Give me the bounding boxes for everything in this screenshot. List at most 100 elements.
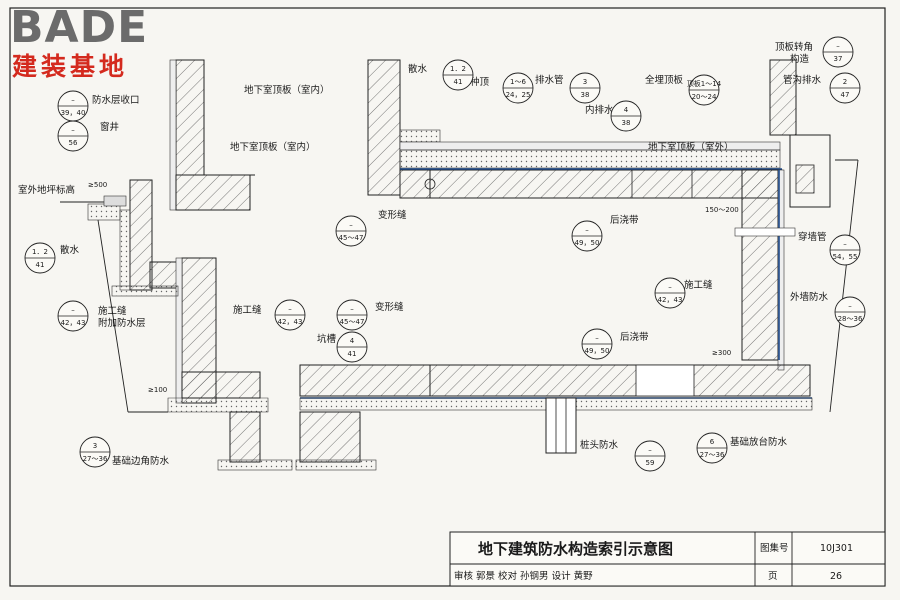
index-page: 42，43 [658, 296, 683, 304]
index-page: 54，55 [833, 253, 858, 261]
page-number: 26 [830, 571, 842, 582]
label-bianxingfeng-mid: 变形缝 [375, 301, 404, 313]
label-guangou: 管沟排水 [783, 74, 822, 86]
index-page: 20～24 [692, 93, 717, 101]
label-kengcao: 坑槽 [317, 333, 337, 345]
top-structure [367, 59, 859, 413]
label-sanshui-top: 散水 [408, 63, 428, 75]
index-page: 28～36 [838, 315, 863, 323]
logo-text: BADE [10, 2, 148, 53]
logo: BADE 建装基地 [10, 2, 148, 81]
index-ref-dingban-zhuanjiao: – 37 [822, 36, 854, 68]
label-jichu-bianjiao: 基础边角防水 [112, 455, 170, 467]
index-number: – [848, 302, 852, 310]
index-ref-shigongfeng-left: – 42，43 [57, 300, 89, 332]
index-number: 1～6 [510, 78, 526, 86]
left-structure [60, 59, 293, 471]
index-page: 41 [36, 261, 45, 269]
index-page: 39，40 [61, 109, 86, 117]
label-roof-inner-top: 地下室顶板（室内） [244, 84, 330, 96]
index-number: – [71, 96, 75, 104]
index-ref-paishuiguan: 3 38 [569, 72, 601, 104]
index-ref-houjiaodai-top: – 49，50 [571, 220, 603, 252]
index-page: 38 [622, 119, 631, 127]
label-gouzao: 构造 [790, 53, 810, 65]
index-ref-shigongfeng-right: – 42，43 [654, 277, 686, 309]
label-sanshui-left: 散水 [60, 244, 80, 256]
label-shigongfeng-left: 施工缝 [98, 305, 127, 317]
index-number: – [71, 306, 75, 314]
index-ref-zhongding: 1～6 24，25 [502, 72, 534, 104]
index-page: 42，43 [61, 319, 86, 327]
atlas-number: 10J301 [820, 543, 853, 554]
index-number: – [349, 221, 353, 229]
index-number: 1．2 [32, 248, 48, 256]
index-page: 47 [841, 91, 850, 99]
index-page: 38 [581, 91, 590, 99]
index-page: 27～36 [700, 451, 725, 459]
page-label: 页 [768, 571, 778, 582]
index-number: – [71, 126, 75, 134]
index-page: 24，25 [506, 91, 531, 99]
index-number: 3 [93, 442, 97, 450]
index-ref-shigongfeng-mid: –42，43 [274, 299, 306, 331]
index-ref-guangou: 247 [829, 72, 861, 104]
dim-100: ≥100 [148, 386, 167, 394]
index-page: 45～47 [340, 318, 365, 326]
logo-cn-text: 建装基地 [12, 52, 128, 81]
index-page: 49，50 [575, 239, 600, 247]
index-number: – [836, 42, 840, 50]
atlas-label: 图集号 [760, 542, 789, 554]
index-ref-bianxingfeng-top: – 45～47 [335, 215, 367, 247]
index-number: 4 [350, 337, 355, 345]
index-number: 顶板1～14 [687, 79, 722, 88]
index-page: 27～36 [83, 455, 108, 463]
index-number: – [668, 283, 672, 291]
label-houjiaodai-top: 后浇带 [610, 214, 639, 226]
index-ref-quanmai: 顶板1～14 20～24 [687, 74, 722, 106]
index-number: – [648, 446, 652, 454]
label-houjiaodai-bottom: 后浇带 [620, 331, 649, 343]
annotations: 地下室顶板（室内） 地下室顶板（室内） 地下室顶板（室外） 散水 种顶 排水管 … [18, 41, 829, 467]
title-block: 地下建筑防水构造索引示意图 图集号 10J301 审核 郭景 校对 孙钢男 设计… [449, 531, 886, 587]
index-page: 41 [454, 78, 463, 86]
index-ref-kengcao: 4 41 [336, 331, 368, 363]
label-bianxingfeng-top: 变形缝 [378, 209, 407, 221]
label-zhuangtou: 桩头防水 [580, 439, 619, 451]
index-ref-sanshui-top: 1．2 41 [442, 59, 474, 91]
index-number: – [350, 305, 354, 313]
label-jichu-fangtai: 基础放台防水 [730, 436, 788, 448]
dim-500: ≥500 [88, 181, 107, 189]
index-page: 59 [646, 459, 655, 467]
index-page: 49，50 [585, 347, 610, 355]
index-ref-houjiaodai-bottom: – 49，50 [581, 328, 613, 360]
index-number: – [595, 334, 599, 342]
index-page: 41 [348, 350, 357, 358]
label-roof-outer: 地下室顶板（室外） [648, 141, 734, 153]
bottom-structure [295, 364, 813, 471]
index-page: 37 [834, 55, 843, 63]
label-outdoor-grade: 室外地坪标高 [18, 184, 75, 196]
index-page: 45～47 [339, 234, 364, 242]
index-ref-neipaishui: 4 38 [610, 100, 642, 132]
index-number: 6 [710, 438, 715, 446]
label-shigongfeng-mid: 施工缝 [233, 304, 262, 316]
index-number: 3 [583, 78, 587, 86]
index-ref-bianxingfeng-mid: – 45～47 [336, 299, 368, 331]
index-ref-sanshui-left: 1．2 41 [24, 242, 56, 274]
label-dingban-zhuanjiao: 顶板转角 [775, 41, 813, 53]
drawing-title: 地下建筑防水构造索引示意图 [478, 540, 673, 558]
index-number: 1．2 [450, 65, 466, 73]
index-number: – [288, 305, 292, 313]
label-neipaishui: 内排水 [585, 104, 614, 116]
index-number: 4 [624, 106, 629, 114]
label-zhongding: 种顶 [470, 76, 490, 88]
label-quanmai: 全埋顶板 [645, 74, 684, 86]
dim-150: 150～200 [705, 206, 739, 214]
label-chuangjing: 窗井 [100, 121, 119, 133]
index-number: – [585, 226, 589, 234]
dim-300: ≥300 [712, 349, 731, 357]
label-fujia-fangshui: 附加防水层 [98, 317, 146, 329]
